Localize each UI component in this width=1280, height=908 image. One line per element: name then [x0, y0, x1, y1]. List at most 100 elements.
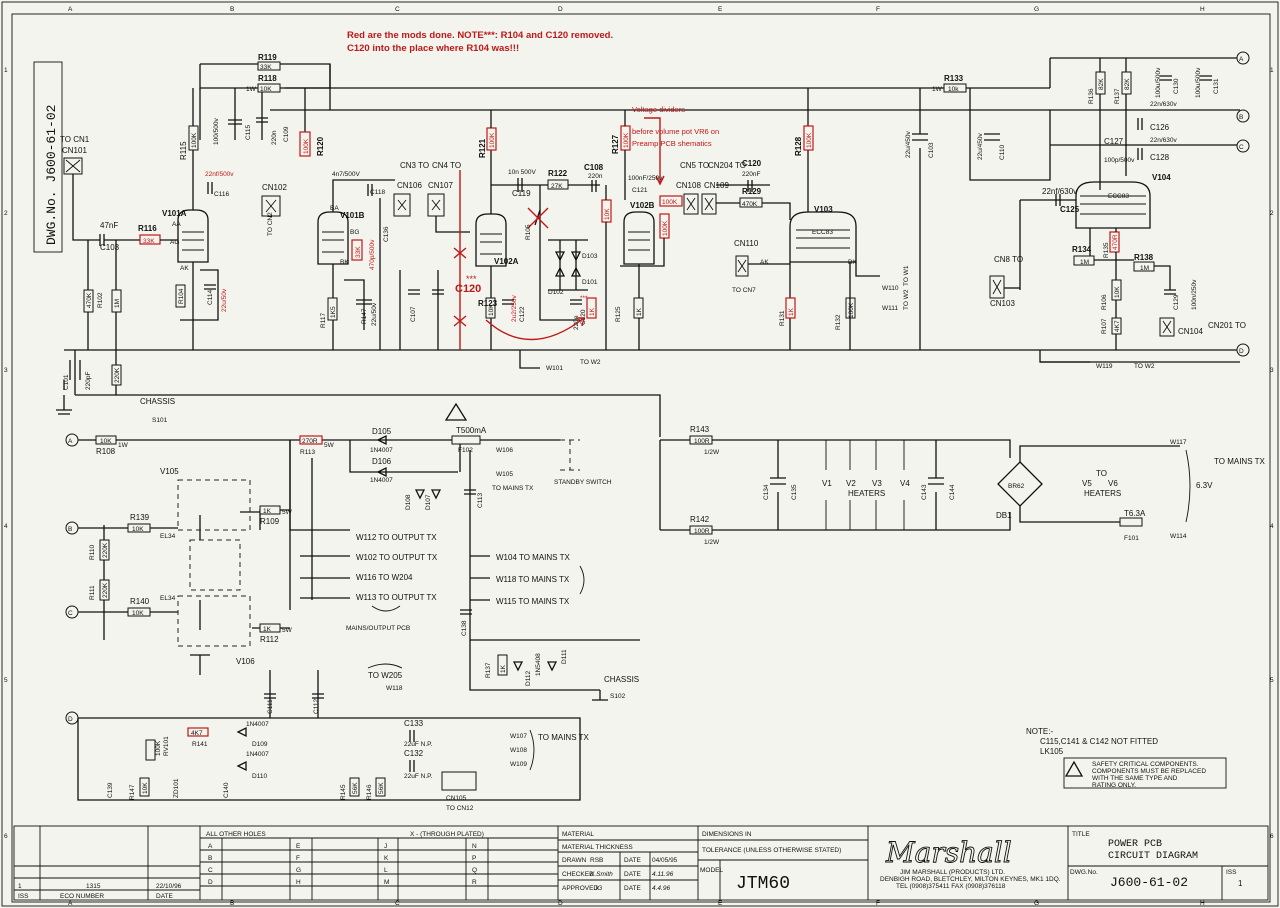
grid-col-a: A [68, 6, 73, 13]
svg-text:C115: C115 [245, 125, 252, 140]
svg-text:1K: 1K [263, 626, 272, 633]
svg-text:C120: C120 [455, 283, 481, 295]
mods-note-line2: C120 into the place where R104 was!!! [347, 43, 519, 54]
drawn-by: RSB [590, 857, 603, 864]
svg-text:C132: C132 [404, 749, 424, 758]
heater-v1: V1 [822, 479, 832, 488]
svg-text:W102 TO OUTPUT TX: W102 TO OUTPUT TX [356, 553, 438, 562]
svg-text:C128: C128 [1150, 153, 1170, 162]
svg-text:W106: W106 [496, 447, 513, 454]
svg-text:R123: R123 [478, 299, 498, 308]
svg-text:TO W1: TO W1 [903, 265, 910, 286]
tone-path: 10n 500V C119 R122 27K C108 220n R105 D1… [491, 163, 604, 330]
svg-text:R131: R131 [779, 310, 786, 326]
svg-text:4K7: 4K7 [1114, 320, 1121, 332]
grid-row-4: 4 [4, 523, 8, 530]
eco-number: 1315 [86, 883, 101, 890]
grid-col-c-bottom: C [395, 900, 400, 907]
divider-note-2: before volume pot VR6 on [632, 127, 719, 136]
company-address: DENBIGH ROAD, BLETCHLEY, MILTON KEYNES, … [880, 876, 1061, 883]
r118-resistor: R118 10K 1W [246, 74, 281, 93]
svg-text:470p/500v: 470p/500v [369, 239, 376, 270]
svg-text:C110: C110 [999, 145, 1006, 160]
svg-text:TO W2: TO W2 [580, 359, 601, 366]
plated-header: X - (THROUGH PLATED) [410, 831, 484, 838]
svg-text:33K: 33K [143, 238, 155, 245]
svg-text:R143: R143 [690, 425, 710, 434]
divider-note-1: Voltage dividers [632, 105, 685, 114]
svg-text:D108: D108 [405, 494, 412, 510]
svg-text:C136: C136 [383, 226, 390, 242]
svg-text:CN8 TO: CN8 TO [994, 255, 1023, 264]
holes-header: ALL OTHER HOLES [206, 831, 266, 838]
approved-by: JG [593, 885, 602, 892]
svg-text:CN5 TO: CN5 TO [680, 161, 709, 170]
svg-text:22nf/630v: 22nf/630v [1042, 187, 1077, 196]
v104-tube: ECC83 V104 22nf/630v C125 470R R135 R134… [1019, 173, 1198, 350]
grid-row-5: 5 [4, 677, 8, 684]
svg-text:22u/50v: 22u/50v [371, 302, 378, 326]
svg-text:CN104: CN104 [1178, 327, 1203, 336]
svg-text:100K: 100K [191, 132, 198, 148]
v101b-tube: V101B BA BG BK 4n7/500V C118 33K 470p/50… [317, 171, 444, 350]
svg-text:TO CN2: TO CN2 [267, 212, 274, 236]
svg-text:AK: AK [180, 265, 189, 272]
svg-text:TO MAINS TX: TO MAINS TX [1214, 457, 1265, 466]
grid-row-6: 6 [4, 833, 8, 840]
svg-text:22nf/500v: 22nf/500v [205, 171, 234, 178]
right-connectors: A B C D [1236, 51, 1250, 357]
svg-text:W104 TO MAINS TX: W104 TO MAINS TX [496, 553, 570, 562]
svg-text:270R: 270R [302, 438, 318, 445]
bias-section: 100K RV101 4K7 R141 1N4007 D109 1N4007 D… [107, 719, 589, 812]
svg-text:10K: 10K [132, 610, 144, 617]
conn-d-left: D [68, 716, 73, 723]
grid-col-h-bottom: H [1200, 900, 1205, 907]
svg-text:22u/450v: 22u/450v [905, 131, 912, 158]
svg-text:22n/630v: 22n/630v [1150, 101, 1177, 108]
svg-text:C126: C126 [1150, 123, 1170, 132]
svg-text:W116 TO W204: W116 TO W204 [356, 573, 413, 582]
svg-text:D111: D111 [561, 649, 568, 664]
svg-text:5W: 5W [324, 442, 335, 449]
conn-d-right: D [1239, 348, 1244, 355]
svg-text:1N4007: 1N4007 [370, 477, 393, 484]
svg-text:CN105: CN105 [446, 795, 467, 802]
svg-text:C139: C139 [107, 782, 114, 798]
hole-k: K [384, 855, 389, 862]
svg-text:D106: D106 [372, 457, 392, 466]
svg-text:W118: W118 [386, 685, 403, 692]
svg-text:33K: 33K [355, 246, 362, 258]
input-stage: TO CN1 CN101 47nF C103 R116 33K 470K R10… [60, 135, 178, 395]
svg-text:1K: 1K [589, 307, 596, 316]
svg-text:CHASSIS: CHASSIS [140, 397, 175, 406]
svg-text:BA: BA [330, 205, 339, 212]
svg-text:33K: 33K [260, 64, 272, 71]
svg-text:V103: V103 [814, 205, 833, 214]
svg-text:C114: C114 [207, 290, 214, 305]
svg-text:W110: W110 [882, 285, 899, 292]
title-block: 1 1315 22/10/96 ISS ECO NUMBER DATE ALL … [13, 825, 1269, 901]
material-thickness-lbl: MATERIAL THICKNESS [562, 844, 633, 851]
eco-iss-num: 1 [18, 883, 22, 890]
approved-lbl: APPROVED [562, 885, 598, 892]
grid-col-e: E [718, 6, 723, 13]
grid-numbers-left: 1 2 3 4 5 6 [4, 67, 8, 840]
title-line2: CIRCUIT DIAGRAM [1108, 851, 1198, 862]
svg-text:C108: C108 [584, 163, 604, 172]
eco-col: ECO NUMBER [60, 893, 104, 900]
svg-text:22uF N.P.: 22uF N.P. [404, 773, 433, 780]
svg-text:C120: C120 [580, 309, 587, 325]
svg-text:220nF: 220nF [742, 171, 760, 178]
svg-text:C120: C120 [742, 159, 762, 168]
svg-text:R133: R133 [944, 74, 964, 83]
hole-g: G [296, 867, 301, 874]
svg-text:BK: BK [848, 259, 857, 266]
bias-and-ref: C138 1K R137 D112 D111 1N5408 CHASSIS S1… [460, 609, 639, 701]
dwg-number: J600-61-02 [1110, 875, 1188, 890]
svg-text:C101: C101 [63, 374, 70, 390]
svg-text:TO MAINS TX: TO MAINS TX [492, 485, 534, 492]
svg-text:C125: C125 [1060, 205, 1080, 214]
conn-c-right: C [1239, 144, 1244, 151]
svg-text:R122: R122 [548, 169, 568, 178]
